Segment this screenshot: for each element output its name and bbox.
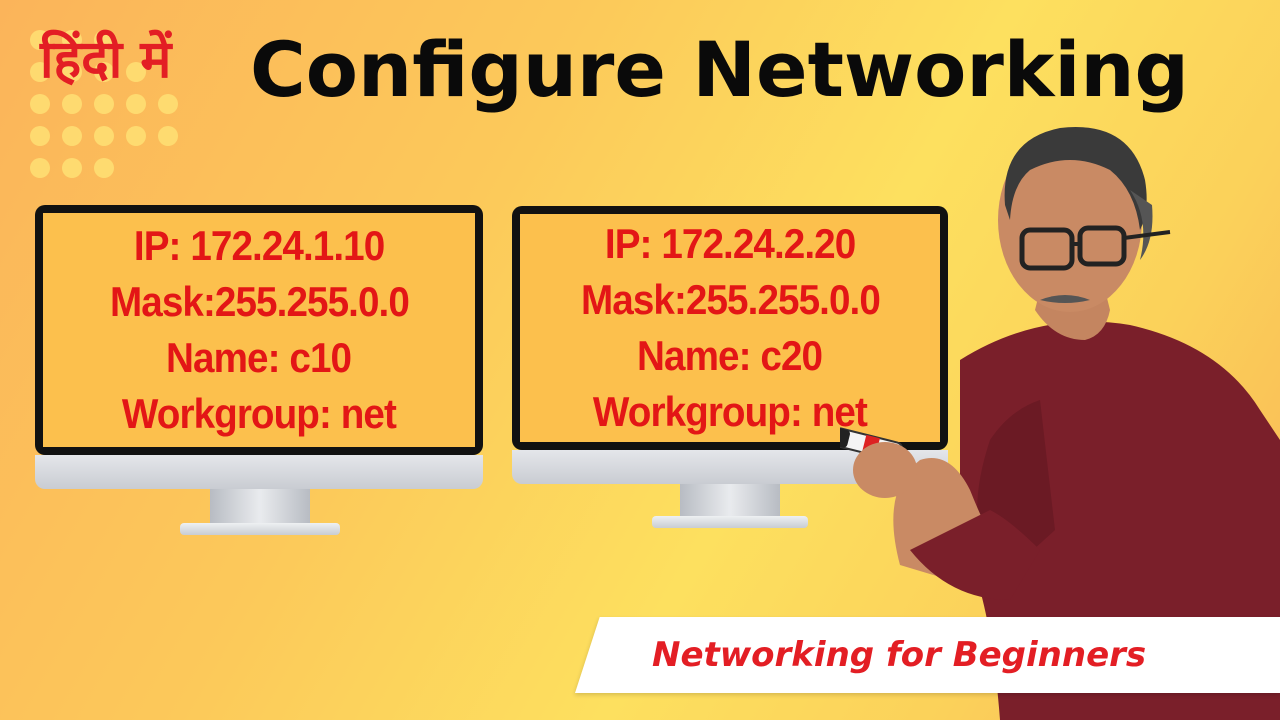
decorative-dots bbox=[0, 0, 260, 200]
ip-address: IP: 172.24.1.10 bbox=[133, 222, 385, 269]
hindi-label: हिंदी में bbox=[40, 30, 172, 90]
monitor-c20: IP: 172.24.2.20 Mask:255.255.0.0 Name: c… bbox=[512, 206, 948, 528]
ip-address: IP: 172.24.2.20 bbox=[604, 220, 856, 267]
workgroup: Workgroup: net bbox=[592, 388, 868, 435]
monitor-base bbox=[652, 516, 808, 528]
series-banner-label: Networking for Beginners bbox=[652, 635, 1147, 675]
monitor-stand bbox=[680, 484, 780, 518]
subnet-mask: Mask:255.255.0.0 bbox=[580, 276, 881, 323]
page-title: Configure Networking bbox=[250, 25, 1189, 114]
computer-name: Name: c20 bbox=[637, 332, 823, 379]
monitor-chin bbox=[35, 455, 483, 489]
monitor-base bbox=[180, 523, 340, 535]
subnet-mask: Mask:255.255.0.0 bbox=[109, 278, 410, 325]
monitor-screen: IP: 172.24.1.10 Mask:255.255.0.0 Name: c… bbox=[43, 213, 475, 447]
monitor-c10: IP: 172.24.1.10 Mask:255.255.0.0 Name: c… bbox=[35, 205, 483, 535]
monitor-screen: IP: 172.24.2.20 Mask:255.255.0.0 Name: c… bbox=[520, 214, 940, 442]
computer-name: Name: c10 bbox=[166, 334, 352, 381]
monitor-stand bbox=[210, 489, 310, 525]
workgroup: Workgroup: net bbox=[121, 390, 397, 437]
